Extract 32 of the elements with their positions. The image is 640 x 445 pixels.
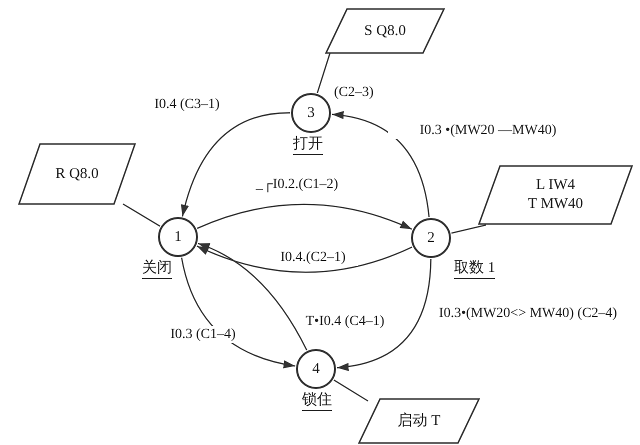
action-text: S Q8.0 [364, 22, 406, 40]
connector-line [316, 52, 331, 94]
state-circle [296, 349, 336, 389]
action-parallelogram [18, 143, 136, 205]
transition-label: (C2–3) [334, 84, 374, 101]
state-number: 3 [307, 104, 315, 122]
transition-arrow [181, 112, 290, 217]
action-parallelogram [478, 165, 633, 225]
state-number: 2 [427, 230, 435, 246]
connector-line [122, 203, 160, 227]
state-name: 关闭 [142, 258, 172, 279]
action-text: R Q8.0 [55, 164, 99, 184]
connector-line [334, 379, 368, 402]
state-circle [158, 217, 198, 257]
action-text: 启动 T [398, 412, 440, 430]
transition-arrow [332, 112, 430, 218]
action-text: L IW4 [536, 176, 575, 195]
transition-arrow [196, 246, 412, 273]
state-name: 取数 1 [454, 258, 496, 279]
transition-arrow [198, 242, 308, 350]
action-parallelogram [358, 398, 480, 444]
state-name: 锁住 [302, 390, 332, 411]
state-number: 1 [174, 228, 182, 246]
action-parallelogram [325, 8, 445, 54]
state-circle [291, 93, 331, 133]
state-number: 4 [312, 360, 320, 378]
connector-line [451, 224, 486, 234]
action-text: T MW40 [528, 195, 584, 214]
transition-arrow [336, 258, 432, 370]
state-name: 打开 [293, 134, 323, 155]
transition-arrow [196, 204, 412, 230]
state-circle [411, 218, 451, 258]
